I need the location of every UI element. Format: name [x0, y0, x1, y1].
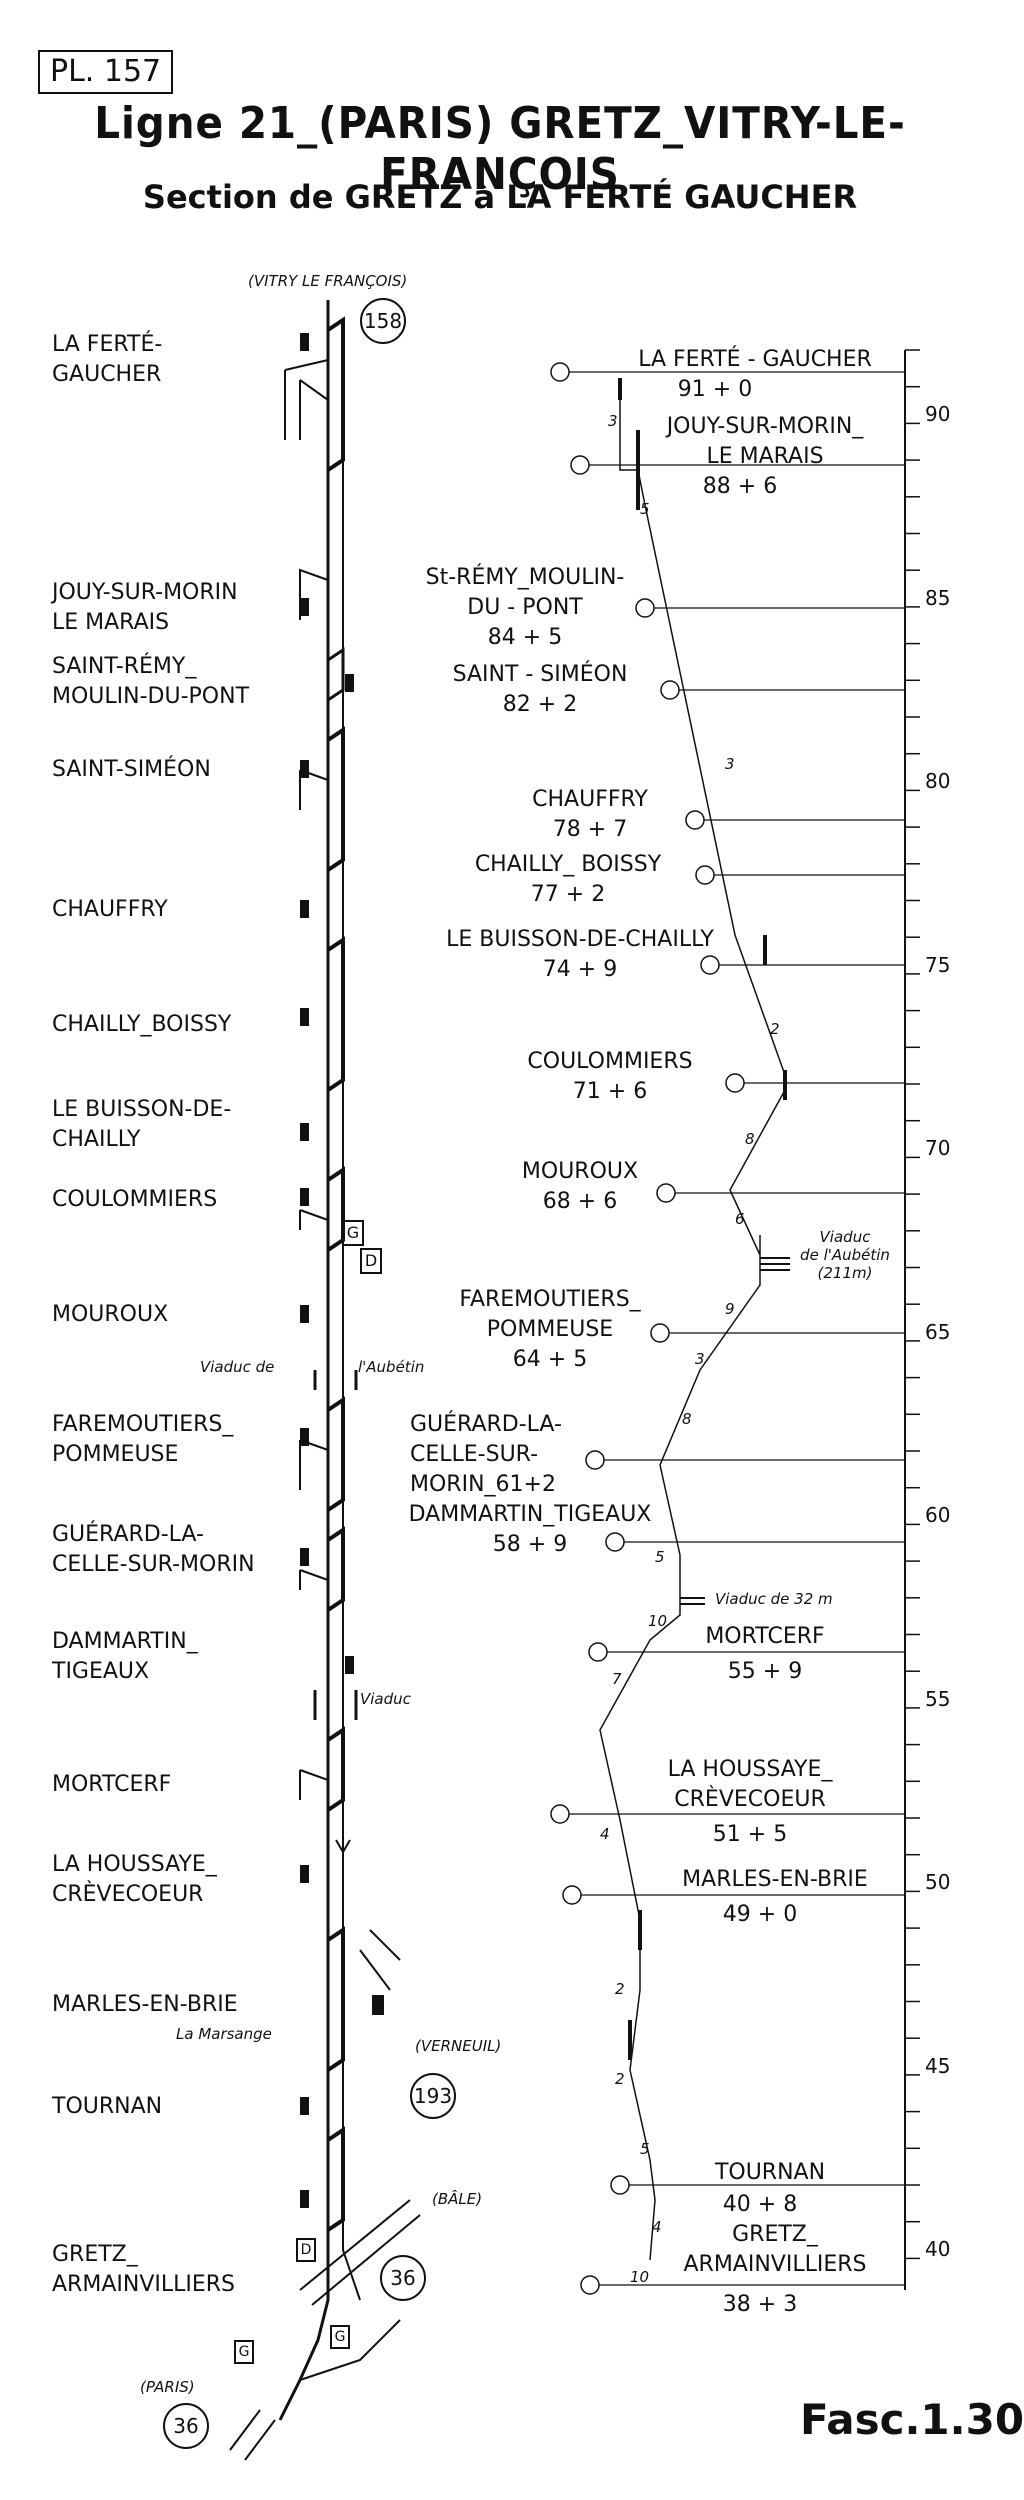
gradient-label: 5 [640, 500, 650, 518]
km-tick-label: 55 [925, 1686, 951, 1711]
profile-tournan: TOURNAN [714, 2160, 826, 2185]
plate-number: PL. 157 [38, 50, 174, 94]
line-ref-158: 158 [360, 298, 406, 344]
station-gretz: GRETZ_ ARMAINVILLIERS [52, 2242, 236, 2297]
bale-label: (BÂLE) [432, 2190, 483, 2208]
gradient-label: 3 [608, 412, 618, 430]
station-coulommiers: COULOMMIERS [52, 1187, 218, 1212]
station-saint-simeon: SAINT-SIMÉON [52, 757, 211, 782]
km-tick-label: 60 [925, 1503, 951, 1527]
profile-la-houssaye-pk: 51 + 5 [712, 1822, 788, 1847]
paris-label: (PARIS) [140, 2378, 195, 2396]
km-tick-label: 65 [925, 1319, 951, 1344]
verneuil-label: (VERNEUIL) [415, 2037, 502, 2055]
line-title: Ligne 21_(PARIS) GRETZ_VITRY-LE-FRANÇOIS [94, 98, 906, 200]
gradient-label: 6 [735, 1210, 745, 1228]
viaduct-label-left: Viaduc de [200, 1358, 275, 1376]
gradient-label: 2 [770, 1020, 780, 1038]
km-tick-label: 40 [925, 2237, 951, 2261]
profile-guerard: GUÉRARD-LA- CELLE-SUR- MORIN_61+2 [410, 1412, 562, 1497]
station-mortcerf: MORTCERF [52, 1772, 172, 1797]
station-jouy-sur-morin: JOUY-SUR-MORIN LE MARAIS [52, 580, 238, 635]
profile-dammartin: DAMMARTIN_TIGEAUX 58 + 9 [408, 1502, 652, 1557]
profile-gretz: GRETZ_ ARMAINVILLIERS [683, 2222, 867, 2277]
river-marsange: La Marsange [176, 2025, 272, 2043]
profile-jouy: JOUY-SUR-MORIN_ LE MARAIS [666, 414, 864, 469]
profile-tournan-pk: 40 + 8 [722, 2192, 798, 2217]
line-ref-36-a: 36 [380, 2255, 426, 2301]
station-chauffry: CHAUFFRY [52, 897, 168, 922]
gradient-label: 2 [615, 2070, 625, 2088]
km-tick-label: 50 [925, 1870, 951, 1894]
km-tick-label: 75 [925, 952, 951, 977]
profile-jouy-pk: 88 + 6 [702, 474, 778, 499]
station-marles-en-brie: MARLES-EN-BRIE [52, 1992, 238, 2017]
station-chailly-boissy: CHAILLY_BOISSY [52, 1012, 232, 1037]
profile-faremoutiers: FAREMOUTIERS_ POMMEUSE 64 + 5 [459, 1287, 641, 1372]
km-tick-label: 80 [925, 769, 951, 793]
km-tick-label: 45 [925, 2053, 951, 2078]
main-track [278, 300, 330, 2421]
station-faremoutiers: FAREMOUTIERS_ POMMEUSE [52, 1412, 234, 1467]
station-tournan: TOURNAN [52, 2094, 163, 2119]
gradient-label: 9 [725, 1300, 735, 1318]
profile-coulommiers: COULOMMIERS 71 + 6 [527, 1049, 693, 1104]
profile-marles: MARLES-EN-BRIE [682, 1867, 868, 1892]
gradient-label: 3 [695, 1350, 705, 1368]
goods-marker-g-gretz-1: G [234, 2340, 254, 2364]
profile-la-ferte-pk: 91 + 0 [677, 377, 753, 402]
gradient-label: 10 [630, 2268, 650, 2286]
station-la-houssaye: LA HOUSSAYE_ CRÈVECOEUR [52, 1852, 217, 1907]
marker-d: D [360, 1248, 382, 1274]
profile-marles-pk: 49 + 0 [722, 1902, 798, 1927]
station-la-ferte-gaucher: LA FERTÉ- GAUCHER [52, 332, 163, 387]
profile-mortcerf: MORTCERF [705, 1624, 825, 1649]
gradient-label: 4 [600, 1825, 610, 1843]
km-tick-label: 90 [925, 402, 951, 426]
profile-chailly: CHAILLY_ BOISSY 77 + 2 [474, 852, 662, 907]
gradient-label: 8 [682, 1410, 692, 1428]
line-ref-36-b: 36 [163, 2403, 209, 2449]
profile-saint-simeon: SAINT - SIMÉON 82 + 2 [452, 662, 628, 717]
gradient-label: 5 [655, 1548, 665, 1566]
profile-la-houssaye: LA HOUSSAYE_ CRÈVECOEUR [667, 1757, 833, 1812]
goods-marker-g: G [342, 1220, 364, 1246]
line-ref-193: 193 [410, 2073, 456, 2119]
gradient-profile [550, 349, 920, 2295]
km-tick-label: 85 [925, 585, 951, 610]
profile-chauffry: CHAUFFRY 78 + 7 [532, 787, 648, 842]
km-tick-label: 70 [925, 1136, 951, 1160]
gradient-label: 3 [725, 755, 735, 773]
marker-d-gretz: D [296, 2238, 316, 2262]
station-mouroux: MOUROUX [52, 1302, 169, 1327]
profile-mouroux: MOUROUX 68 + 6 [521, 1159, 639, 1214]
profile-gretz-pk: 38 + 3 [722, 2292, 798, 2317]
profile-viaduct-32m: Viaduc de 32 m [715, 1590, 833, 1608]
goods-marker-g-gretz-2: G [330, 2325, 350, 2349]
gradient-label: 7 [612, 1670, 622, 1688]
profile-st-remy: St-RÉMY_MOULIN- DU - PONT 84 + 5 [425, 565, 625, 650]
gradient-label: 5 [640, 2140, 650, 2158]
gradient-label: 2 [615, 1980, 625, 1998]
track-diagram [229, 300, 421, 2461]
profile-mortcerf-pk: 55 + 9 [727, 1659, 803, 1684]
profile-le-buisson: LE BUISSON-DE-CHAILLY 74 + 9 [446, 927, 714, 982]
vitry-label: (VITRY LE FRANÇOIS) [248, 272, 408, 290]
section-subtitle: Section de GRETZ à LA FERTÉ GAUCHER [142, 178, 858, 216]
profile-viaduct-aubetin: Viaduc de l'Aubétin (211m) [800, 1228, 890, 1282]
viaduct-label: Viaduc [360, 1690, 411, 1708]
gradient-label: 8 [745, 1130, 755, 1148]
station-saint-remy: SAINT-RÉMY_ MOULIN-DU-PONT [52, 654, 250, 709]
fascicle-number: Fasc.1.30 [800, 2395, 1024, 2444]
station-guerard: GUÉRARD-LA- CELLE-SUR-MORIN [52, 1522, 255, 1577]
viaduct-label-right: l'Aubétin [358, 1358, 425, 1376]
station-dammartin: DAMMARTIN_ TIGEAUX [52, 1629, 198, 1684]
station-le-buisson: LE BUISSON-DE- CHAILLY [52, 1097, 232, 1152]
gradient-label: 4 [652, 2218, 662, 2236]
gradient-label: 10 [648, 1612, 668, 1630]
profile-la-ferte: LA FERTÉ - GAUCHER [638, 347, 872, 372]
